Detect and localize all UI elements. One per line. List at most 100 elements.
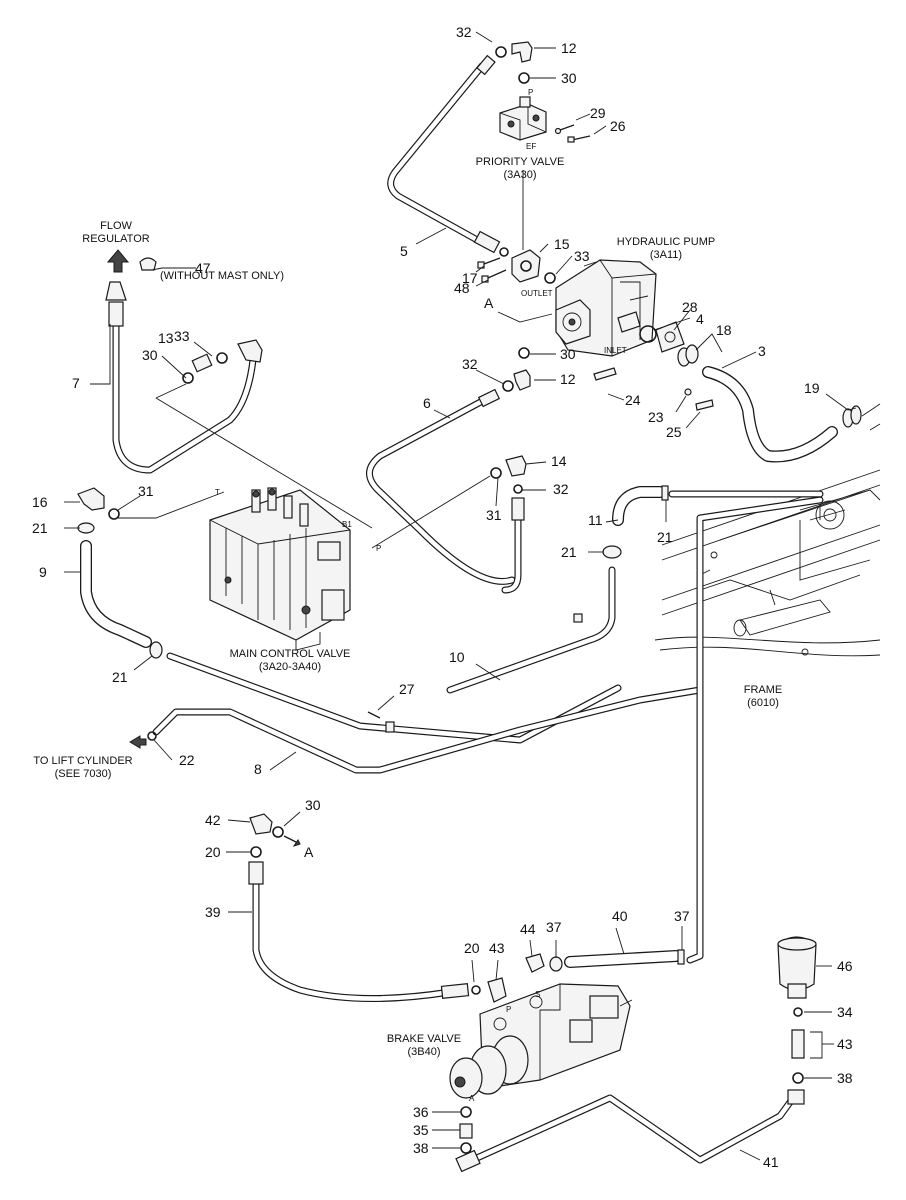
callout-31-left: 31 [138,483,154,499]
fitting-16 [77,487,120,520]
callout-19: 19 [804,380,820,396]
callout-40: 40 [612,908,628,924]
hose-mcv-p [501,497,525,594]
callout-27: 27 [399,681,415,697]
fitting-35 [459,1123,473,1139]
callout-24: 24 [625,392,641,408]
clamp-21-top [661,485,669,501]
callout-10: 10 [449,649,465,665]
hose-clamps-18 [677,344,699,367]
brake-valve [449,983,633,1099]
callout-8: 8 [254,761,262,777]
callout-34: 34 [837,1004,853,1020]
caption-frame-line1: FRAME [743,684,783,696]
caption-to-lift-cylinder-line2: (SEE 7030) [54,768,112,780]
callout-32-mid: 32 [462,356,478,372]
oring-38-left [460,1142,472,1154]
bolt-24 [593,367,617,381]
hydraulic-pump [555,259,657,357]
clamp-21-mid [149,641,163,659]
caption-priority-valve-line2: (3A30) [503,169,537,181]
callout-leaders [64,31,857,1161]
fitting-42 [249,813,273,835]
main-control-valve [209,487,351,651]
frame-chassis [654,469,881,657]
tube-40-return [668,490,824,964]
callout-21-left: 21 [32,520,48,536]
flow-regulator-arrow [106,249,130,273]
callout-28: 28 [682,299,698,315]
port-s-brake: S [535,990,541,999]
port-ef-priority: EF [526,142,537,151]
callout-30-left: 30 [142,347,158,363]
caption-without-mast: (WITHOUT MAST ONLY) [160,270,285,282]
caption-priority-valve-line1: PRIORITY VALVE [475,156,565,168]
tube-10 [166,566,622,744]
caption-hydraulic-pump-line1: HYDRAULIC PUMP [616,236,716,248]
callout-17: 17 [462,270,478,286]
callout-35: 35 [413,1122,429,1138]
port-p-brake: P [506,1005,512,1014]
caption-flow-regulator-line1: FLOW [100,220,132,232]
leader-mcv-p [371,475,491,549]
adapter-flow-regulator [105,281,127,301]
callout-13: 13 [158,330,174,346]
callout-20-left: 20 [205,844,221,860]
clamp-37-right [677,949,685,965]
callout-39: 39 [205,904,221,920]
oring-20-right [471,985,481,995]
priority-valve [499,96,547,141]
hose-clamps-19 [842,405,862,428]
oring-32-right [513,484,523,494]
callout-12-mid: 12 [560,371,576,387]
clamp-21-left [77,522,95,534]
filter-46 [777,936,817,999]
callout-16: 16 [32,494,48,510]
callout-21-right: 21 [561,544,577,560]
callout-42: 42 [205,812,221,828]
callout-14: 14 [551,453,567,469]
hose-41 [455,1089,805,1173]
callout-32-top: 32 [456,24,472,40]
oring-33-left [216,352,228,364]
caption-hydraulic-pump-line2: (3A11) [649,249,683,261]
caption-frame: FRAME (6010) [728,684,798,710]
callout-30-pump: 30 [560,346,576,362]
callout-23: 23 [648,409,664,425]
callout-43-filter: 43 [837,1036,853,1052]
caption-flow-regulator-line2: REGULATOR [82,233,150,245]
leader-30-13 [155,383,187,399]
callout-33-pump: 33 [574,248,590,264]
clamp-37-left [549,956,563,972]
bolt-29 [559,124,575,131]
hose-40 [564,950,682,968]
oring-31-right [490,467,502,479]
callout-18: 18 [716,322,732,338]
callout-6: 6 [423,395,431,411]
oring-22 [147,731,157,741]
bolt-27 [367,711,381,719]
clip-tube-10 [573,613,583,623]
callout-26: 26 [610,118,626,134]
fitting-12-mid [502,369,531,392]
callout-31-right: 31 [486,507,502,523]
hose-7 [108,301,263,474]
callout-25: 25 [666,424,682,440]
callout-30-top: 30 [561,70,577,86]
adapter-13 [182,353,213,384]
callout-47: 47 [195,260,211,276]
callout-44: 44 [520,921,536,937]
port-p-priority: P [528,88,534,97]
callout-ref-a2: A [304,844,314,860]
callout-21-mid: 21 [112,669,128,685]
leader-mcv-b1 [155,397,373,529]
port-b1-mcv: B1 [342,520,352,529]
fitting-43-filter [791,1029,805,1059]
callout-4: 4 [696,311,704,327]
washer-23 [684,388,692,396]
callout-29: 29 [590,105,606,121]
callout-37-left: 37 [546,919,562,935]
oring-20-left [250,846,262,858]
port-t-mcv: T [215,488,220,497]
